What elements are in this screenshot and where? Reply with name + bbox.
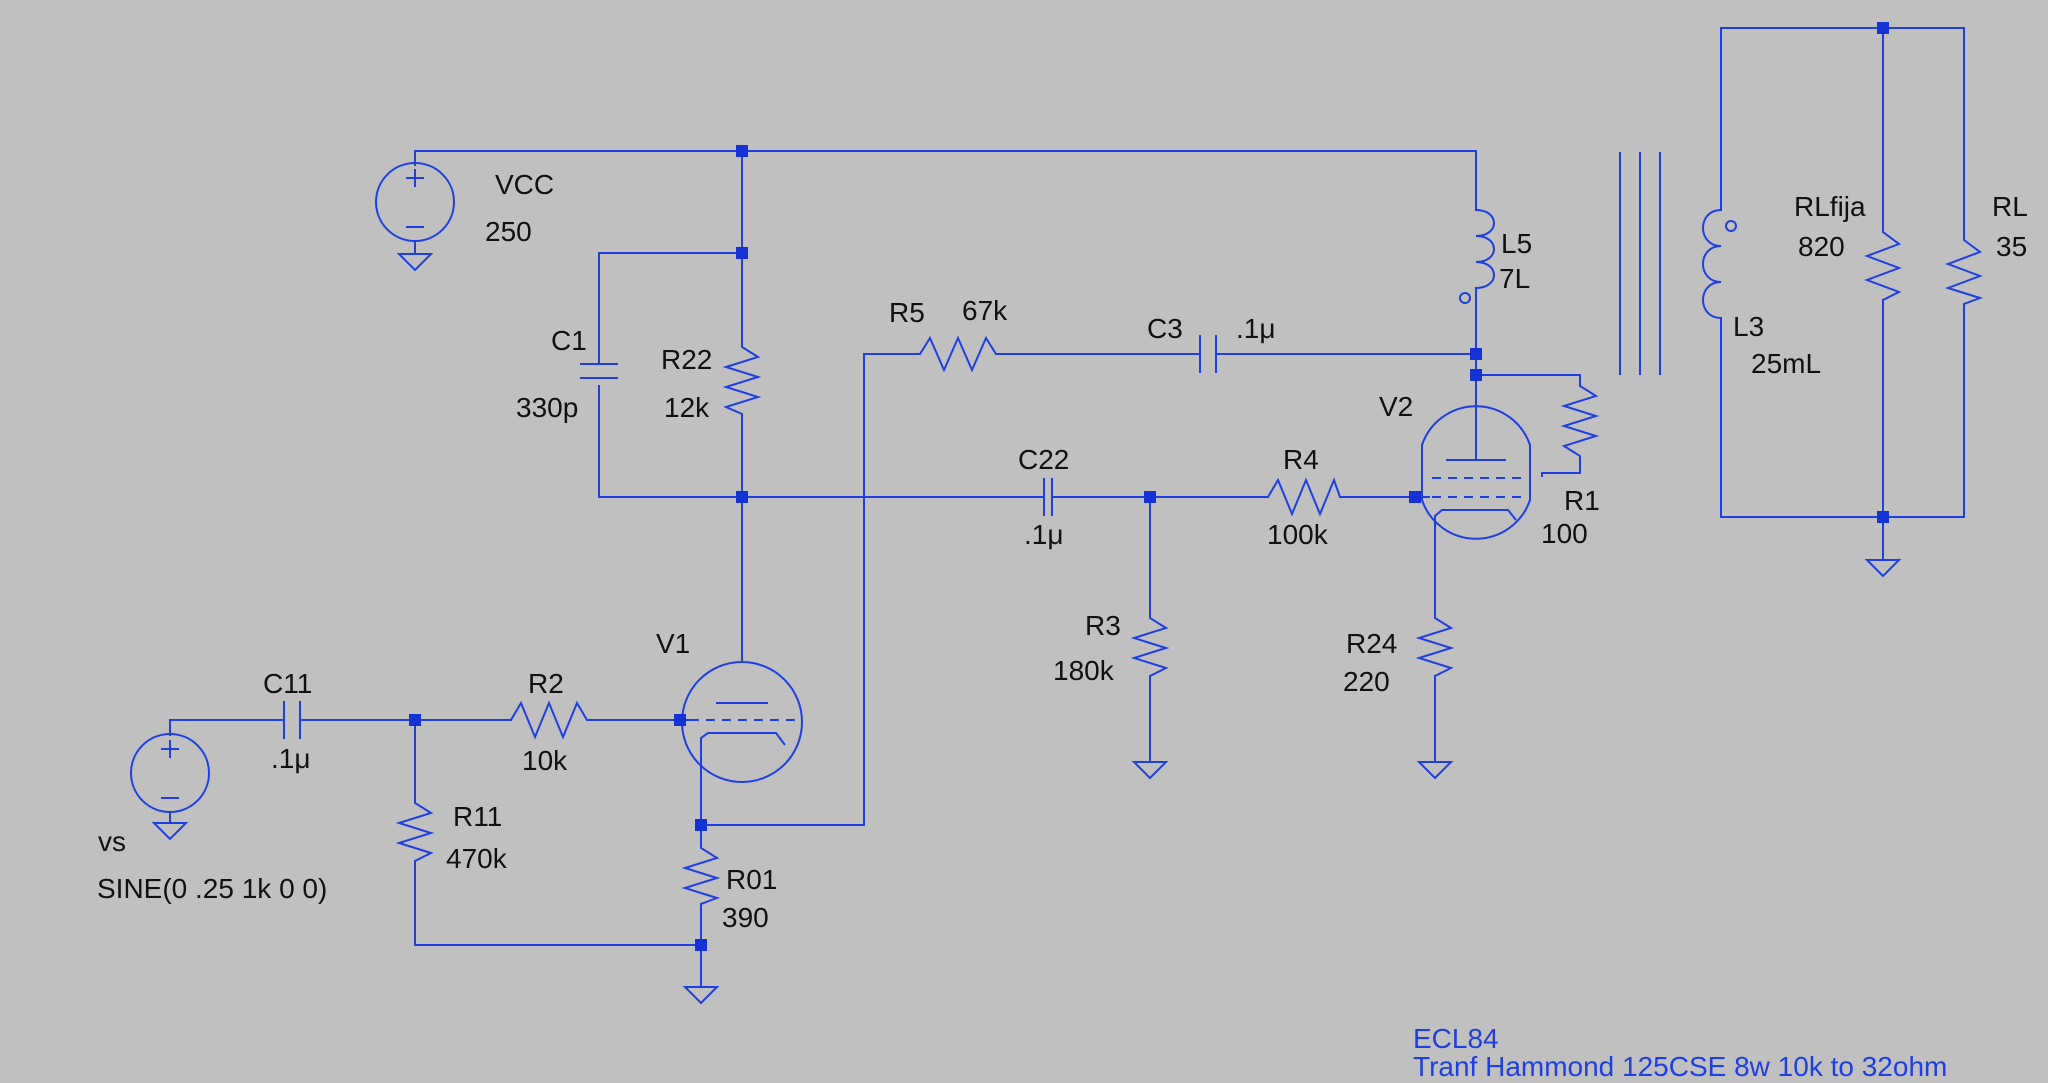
r01-resistor-icon[interactable]: [681, 840, 721, 905]
r3-resistor-icon[interactable]: [1130, 610, 1170, 680]
c3-name-label: C3: [1147, 313, 1183, 344]
vcc-ground-icon: [396, 253, 434, 272]
v1-name-label: V1: [656, 628, 690, 659]
wire-r1-loop: [1475, 374, 1581, 378]
l5-name-label: L5: [1501, 228, 1532, 259]
r1-name-label: R1: [1564, 485, 1600, 516]
r2-value-label: 10k: [522, 745, 568, 776]
rlfija-resistor-icon[interactable]: [1864, 222, 1902, 305]
wire-vcc-rail: [414, 150, 1477, 211]
r01-ground-icon: [682, 986, 720, 1005]
junction-dot: [736, 491, 748, 503]
wire-feedback-r5: [863, 353, 911, 824]
r11-resistor-icon[interactable]: [395, 795, 435, 865]
r22-value-label: 12k: [664, 392, 710, 423]
r1-value-label: 100: [1541, 518, 1588, 549]
l5-inductor-icon[interactable]: [1459, 209, 1495, 306]
c1-name-label: C1: [551, 325, 587, 356]
wire-r1-bottom: [1541, 472, 1581, 477]
r22-name-label: R22: [661, 344, 712, 375]
r5-value-label: 67k: [962, 295, 1008, 326]
wire-r11-bottom: [414, 864, 702, 946]
c11-capacitor-icon[interactable]: [283, 701, 301, 739]
vcc-value-label: 250: [485, 216, 532, 247]
wire-v1-cathode: [700, 744, 865, 826]
rl-value-label: 35: [1996, 231, 2027, 262]
l3-value-label: 25mL: [1751, 348, 1821, 379]
v2-name-label: V2: [1379, 391, 1413, 422]
r01-value-label: 390: [722, 902, 769, 933]
rl-resistor-icon[interactable]: [1944, 232, 1984, 305]
wire-c1-top: [598, 252, 743, 365]
junction-dot: [695, 939, 707, 951]
tube-note: ECL84: [1413, 1023, 1499, 1054]
wire-out-bottom: [1720, 304, 1965, 518]
r1-resistor-icon[interactable]: [1560, 377, 1600, 473]
junction-dot: [1409, 491, 1421, 503]
rl-name-label: RL: [1992, 191, 2028, 222]
vs-value-label: SINE(0 .25 1k 0 0): [97, 873, 327, 904]
r11-value-label: 470k: [446, 843, 508, 874]
transformer-core-icon: [1619, 152, 1661, 375]
junction-dot: [1470, 348, 1482, 360]
c22-capacitor-icon[interactable]: [1014, 478, 1053, 516]
v2-pentode-icon[interactable]: [1415, 405, 1531, 540]
junction-dot: [409, 714, 421, 726]
labels: VCC 250 C1 330p R22 12k R5 67k C3 .1μ L5…: [97, 169, 2028, 1082]
c3-value-label: .1μ: [1236, 313, 1275, 344]
l3-inductor-icon[interactable]: [1702, 209, 1737, 319]
r3-name-label: R3: [1085, 610, 1121, 641]
vs-name-label: vs: [98, 826, 126, 857]
c3-capacitor-icon[interactable]: [1199, 335, 1217, 373]
r5-name-label: R5: [889, 297, 925, 328]
wires: [169, 27, 1965, 986]
rlfija-ground-icon: [1864, 559, 1902, 578]
rlfija-value-label: 820: [1798, 231, 1845, 262]
c11-value-label: .1μ: [271, 743, 310, 774]
r01-name-label: R01: [726, 864, 777, 895]
r4-value-label: 100k: [1267, 519, 1329, 550]
r22-resistor-icon[interactable]: [722, 335, 762, 420]
junction-dot: [674, 714, 686, 726]
r4-resistor-icon[interactable]: [1262, 477, 1341, 517]
junction-dot: [1144, 491, 1156, 503]
junction-dot: [1470, 369, 1482, 381]
c11-name-label: C11: [263, 668, 312, 699]
rlfija-name-label: RLfija: [1794, 191, 1866, 222]
c22-name-label: C22: [1018, 444, 1069, 475]
junction-dot: [736, 247, 748, 259]
c1-capacitor-icon[interactable]: [580, 363, 618, 379]
r24-name-label: R24: [1346, 628, 1397, 659]
r4-name-label: R4: [1283, 444, 1319, 475]
l5-value-label: 7L: [1499, 263, 1530, 294]
r24-resistor-icon[interactable]: [1415, 610, 1455, 680]
c22-value-label: .1μ: [1024, 519, 1063, 550]
r3-value-label: 180k: [1053, 655, 1115, 686]
junction-dot: [695, 819, 707, 831]
vcc-voltage-source-icon[interactable]: [375, 162, 455, 254]
wire-vs-c11: [169, 719, 285, 736]
r5-resistor-icon[interactable]: [910, 335, 998, 373]
junction-dot: [736, 145, 748, 157]
junction-dot: [1877, 22, 1889, 34]
r24-ground-icon: [1416, 761, 1454, 780]
vcc-name-label: VCC: [495, 169, 554, 200]
r11-name-label: R11: [453, 801, 502, 832]
vs-ground-icon: [151, 822, 189, 841]
r24-value-label: 220: [1343, 666, 1390, 697]
transformer-note: Tranf Hammond 125CSE 8w 10k to 32ohm: [1413, 1051, 1947, 1082]
wire-c1-bottom: [598, 385, 1015, 498]
r2-name-label: R2: [528, 668, 564, 699]
junctions: [409, 22, 1889, 951]
v1-triode-icon[interactable]: [680, 661, 803, 783]
junction-dot: [1877, 511, 1889, 523]
r2-resistor-icon[interactable]: [505, 700, 590, 740]
l3-name-label: L3: [1733, 311, 1764, 342]
vs-voltage-source-icon[interactable]: [130, 733, 210, 823]
c1-value-label: 330p: [516, 392, 578, 423]
r3-ground-icon: [1131, 761, 1169, 780]
